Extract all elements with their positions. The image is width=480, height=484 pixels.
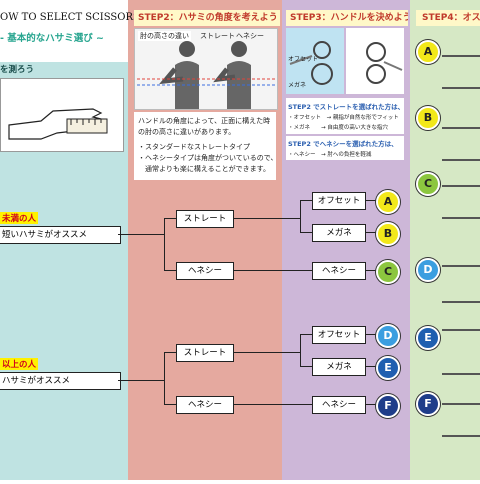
title-japanese: - 基本的なハサミ選び ~	[0, 33, 105, 44]
group2-highlight: 以上の人	[0, 358, 39, 370]
megane-scissors-icon	[366, 42, 403, 84]
tree-straight-2: ストレート	[176, 344, 234, 362]
step2-description-panel	[134, 112, 276, 180]
connector	[300, 366, 312, 367]
step3-note-panel-1	[286, 98, 404, 134]
result-d: D	[376, 324, 400, 348]
connector	[366, 334, 376, 335]
tree-hensee-leaf-2: ヘネシー	[312, 396, 366, 414]
title-english: OW TO SELECT SCISSORS	[0, 12, 140, 23]
step3-header: STEP3：ハンドルを決めよう	[286, 10, 408, 26]
note2-title: STEP2 でヘネシーを選ばれた方は、	[288, 140, 398, 148]
result-c: C	[376, 260, 400, 284]
tree-hensee-1: ヘネシー	[176, 262, 234, 280]
scissors-product-images	[442, 55, 480, 437]
posture-figures-icon	[137, 41, 275, 109]
connector	[300, 334, 312, 335]
connector	[366, 404, 376, 405]
note1-line1: ・オフセット → 親指が自然な形でフィット	[288, 115, 399, 121]
photo-label-hensee: ヘネシー	[236, 32, 264, 40]
connector	[234, 270, 312, 271]
photo-label-straight: ストレート	[200, 32, 235, 40]
connector	[164, 404, 176, 405]
step4-circle-e: E	[416, 326, 440, 350]
step4-circle-d: D	[416, 258, 440, 282]
step3-note-panel-2	[286, 136, 404, 160]
step4-circle-c: C	[416, 172, 440, 196]
hand-measure-icon	[8, 108, 108, 140]
connector	[234, 218, 300, 219]
connector	[300, 334, 301, 366]
connector	[118, 380, 164, 381]
note1-title: STEP2 でストレートを選ばれた方は、	[288, 103, 405, 111]
step2-desc-line1: ハンドルの角度によって、正面に構えた時	[138, 117, 271, 125]
result-a: A	[376, 190, 400, 214]
connector	[366, 270, 376, 271]
result-f: F	[376, 394, 400, 418]
step4-circle-f: F	[416, 392, 440, 416]
group1-highlight: 未満の人	[0, 212, 39, 224]
result-b: B	[376, 222, 400, 246]
step2-bullet-2: ・ヘネシータイプは角度がついているので、	[138, 154, 278, 162]
connector	[164, 218, 176, 219]
tree-straight-1: ストレート	[176, 210, 234, 228]
step4-products	[440, 40, 480, 480]
connector	[300, 200, 301, 232]
connector	[118, 234, 164, 235]
step2-header: STEP2：ハサミの角度を考えよう	[134, 10, 280, 26]
connector	[300, 200, 312, 201]
tree-megane-1: メガネ	[312, 224, 366, 242]
result-e: E	[376, 356, 400, 380]
step2-photo-panel	[134, 28, 278, 110]
step4-circle-a: A	[416, 40, 440, 64]
illus-label-megane: メガネ	[288, 82, 307, 89]
connector	[300, 232, 312, 233]
step2-bullet-3: 通常よりも楽に構えることができます。	[138, 165, 270, 173]
connector	[164, 352, 176, 353]
title-block	[0, 0, 128, 62]
tree-offset-1: オフセット	[312, 192, 366, 210]
connector	[366, 232, 376, 233]
connector	[234, 352, 300, 353]
note2-line1: ・ヘネシー → 肘への負担を軽減	[288, 152, 372, 158]
step3-illus-left	[286, 28, 344, 94]
tree-megane-2: メガネ	[312, 358, 366, 376]
step4-circle-b: B	[416, 106, 440, 130]
connector	[164, 352, 165, 404]
step2-bullet-1: ・スタンダードなストレートタイプ	[138, 143, 250, 151]
note1-line2: ・メガネ → 自由度の高い大きな指穴	[288, 125, 388, 131]
tree-offset-2: オフセット	[312, 326, 366, 344]
step1-label: を測ろう	[0, 65, 35, 75]
connector	[234, 404, 312, 405]
connector	[366, 366, 376, 367]
group2-box: ハサミがオススメ	[0, 372, 121, 390]
photo-caption: 肘の高さの違い	[138, 31, 191, 41]
tree-hensee-leaf-1: ヘネシー	[312, 262, 366, 280]
step4-header: STEP4：オス	[416, 10, 480, 26]
connector	[366, 200, 376, 201]
step2-desc-line2: の肘の高さに違いがあります。	[138, 128, 236, 136]
connector	[164, 270, 176, 271]
hand-illustration-panel	[0, 78, 124, 152]
connector	[164, 218, 165, 270]
offset-scissors-icon	[289, 41, 333, 85]
group1-box: 短いハサミがオススメ	[0, 226, 121, 244]
illus-label-offset: オフセット	[288, 56, 319, 63]
tree-hensee-2: ヘネシー	[176, 396, 234, 414]
step3-illus-right	[346, 28, 404, 94]
